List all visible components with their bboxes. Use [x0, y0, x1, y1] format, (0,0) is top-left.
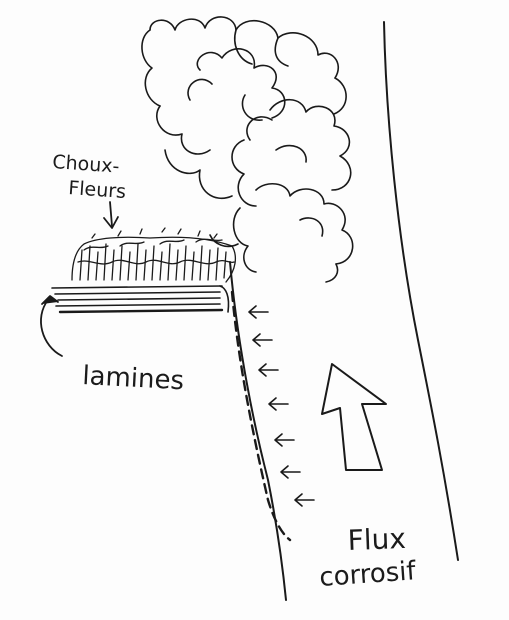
- label-corrosif: corrosif: [318, 556, 417, 593]
- lamines-substrate: [52, 286, 229, 312]
- flux-channel: [230, 22, 458, 600]
- label-lamines: lamines: [82, 361, 185, 396]
- choux-pointer-arrow: [104, 202, 118, 228]
- corrosion-arrows: [249, 306, 314, 506]
- label-choux-line2: Fleurs: [68, 177, 127, 203]
- corrosion-front: [232, 292, 290, 540]
- label-flux: Flux: [347, 522, 406, 557]
- flow-direction-arrow: [322, 364, 386, 470]
- label-choux-line1: Choux-: [52, 151, 120, 178]
- lamines-pointer-arrow: [41, 296, 62, 356]
- smoke-plume: [142, 17, 353, 282]
